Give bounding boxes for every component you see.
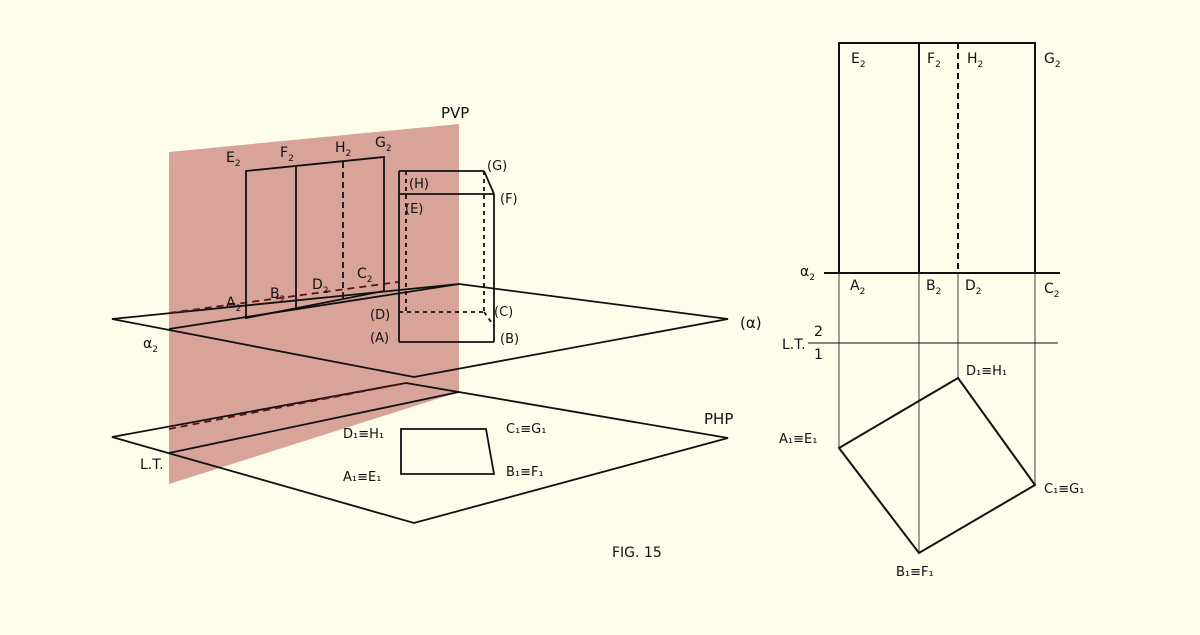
point-label-e2: E2 xyxy=(851,51,866,70)
label-d1-h1: D₁≡H₁ xyxy=(343,427,384,442)
point-label-g2: G2 xyxy=(1044,51,1061,70)
point-label-h2: H2 xyxy=(335,140,351,159)
ortho-plan-labels: D₁≡H₁ A₁≡E₁ C₁≡G₁ B₁≡F₁ xyxy=(779,364,1084,580)
alpha-plane-label: (α) xyxy=(740,314,762,332)
point-label-f2: F2 xyxy=(280,145,294,164)
pvp-label: PVP xyxy=(441,104,469,122)
horizontal-projection-outline xyxy=(400,428,496,475)
ortho-label-d1-h1: D₁≡H₁ xyxy=(966,364,1007,379)
prism xyxy=(398,170,495,343)
prism-label: (F) xyxy=(500,192,518,207)
ortho-label-b1-f1: B₁≡F₁ xyxy=(896,565,934,580)
point-label-a2: A2 xyxy=(226,295,241,314)
prism-label: (C) xyxy=(494,305,513,320)
point-label-c2: C2 xyxy=(1044,281,1060,300)
alpha-trace-on-pvp xyxy=(168,283,460,330)
point-label-d2: D2 xyxy=(312,277,329,296)
point-label-b2: B2 xyxy=(270,286,285,305)
ortho-top-labels: E2 F2 H2 G2 xyxy=(851,51,1061,70)
point-label-e2: E2 xyxy=(226,150,241,169)
ortho-label-c1-g1: C₁≡G₁ xyxy=(1044,482,1084,497)
alpha-trace-label: α2 xyxy=(143,336,158,355)
label-b1-f1: B₁≡F₁ xyxy=(506,465,544,480)
label-c1-g1: C₁≡G₁ xyxy=(506,422,546,437)
alpha-hidden-edge xyxy=(168,281,399,314)
prism-label: (D) xyxy=(370,308,390,323)
point-label-h2: H2 xyxy=(967,51,983,70)
point-label-b2: B2 xyxy=(926,278,941,297)
label-a1-e1: A₁≡E₁ xyxy=(343,470,381,485)
ortho-ground-line-upper: 2 xyxy=(814,324,823,340)
php-hidden-edge xyxy=(168,382,407,430)
horizontal-projection-plane xyxy=(111,382,729,524)
figure-caption: FIG. 15 xyxy=(612,545,662,561)
point-label-d2: D2 xyxy=(965,278,982,297)
point-label-c2: C2 xyxy=(357,266,373,285)
point-label-a2: A2 xyxy=(850,278,865,297)
ground-line-label: L.T. xyxy=(140,457,164,473)
ortho-ground-line-label: L.T. xyxy=(782,337,806,353)
prism-label: (A) xyxy=(370,331,389,346)
prism-label: (G) xyxy=(487,159,507,174)
prism-labels: (G) (H) (F) (E) (C) (D) (A) (B) xyxy=(370,159,519,347)
vertical-projection-outline xyxy=(245,156,385,320)
prism-label: (E) xyxy=(405,202,423,217)
ground-line xyxy=(168,391,460,454)
ortho-vertical-projection xyxy=(838,42,1036,274)
prism-label: (H) xyxy=(409,177,429,192)
php-label: PHP xyxy=(704,410,733,428)
projection-lines xyxy=(838,273,1036,553)
ortho-ground-line-lower: 1 xyxy=(814,347,823,363)
ortho-label-a1-e1: A₁≡E₁ xyxy=(779,432,817,447)
point-label-f2: F2 xyxy=(927,51,941,70)
ortho-bottom-labels: A2 B2 D2 C2 xyxy=(850,278,1060,300)
horizontal-projection-labels: D₁≡H₁ C₁≡G₁ A₁≡E₁ B₁≡F₁ xyxy=(343,422,546,485)
prism-label: (B) xyxy=(500,332,519,347)
point-label-g2: G2 xyxy=(375,135,392,154)
ortho-alpha-label: α2 xyxy=(800,264,815,283)
ortho-plan-view xyxy=(837,376,1037,555)
